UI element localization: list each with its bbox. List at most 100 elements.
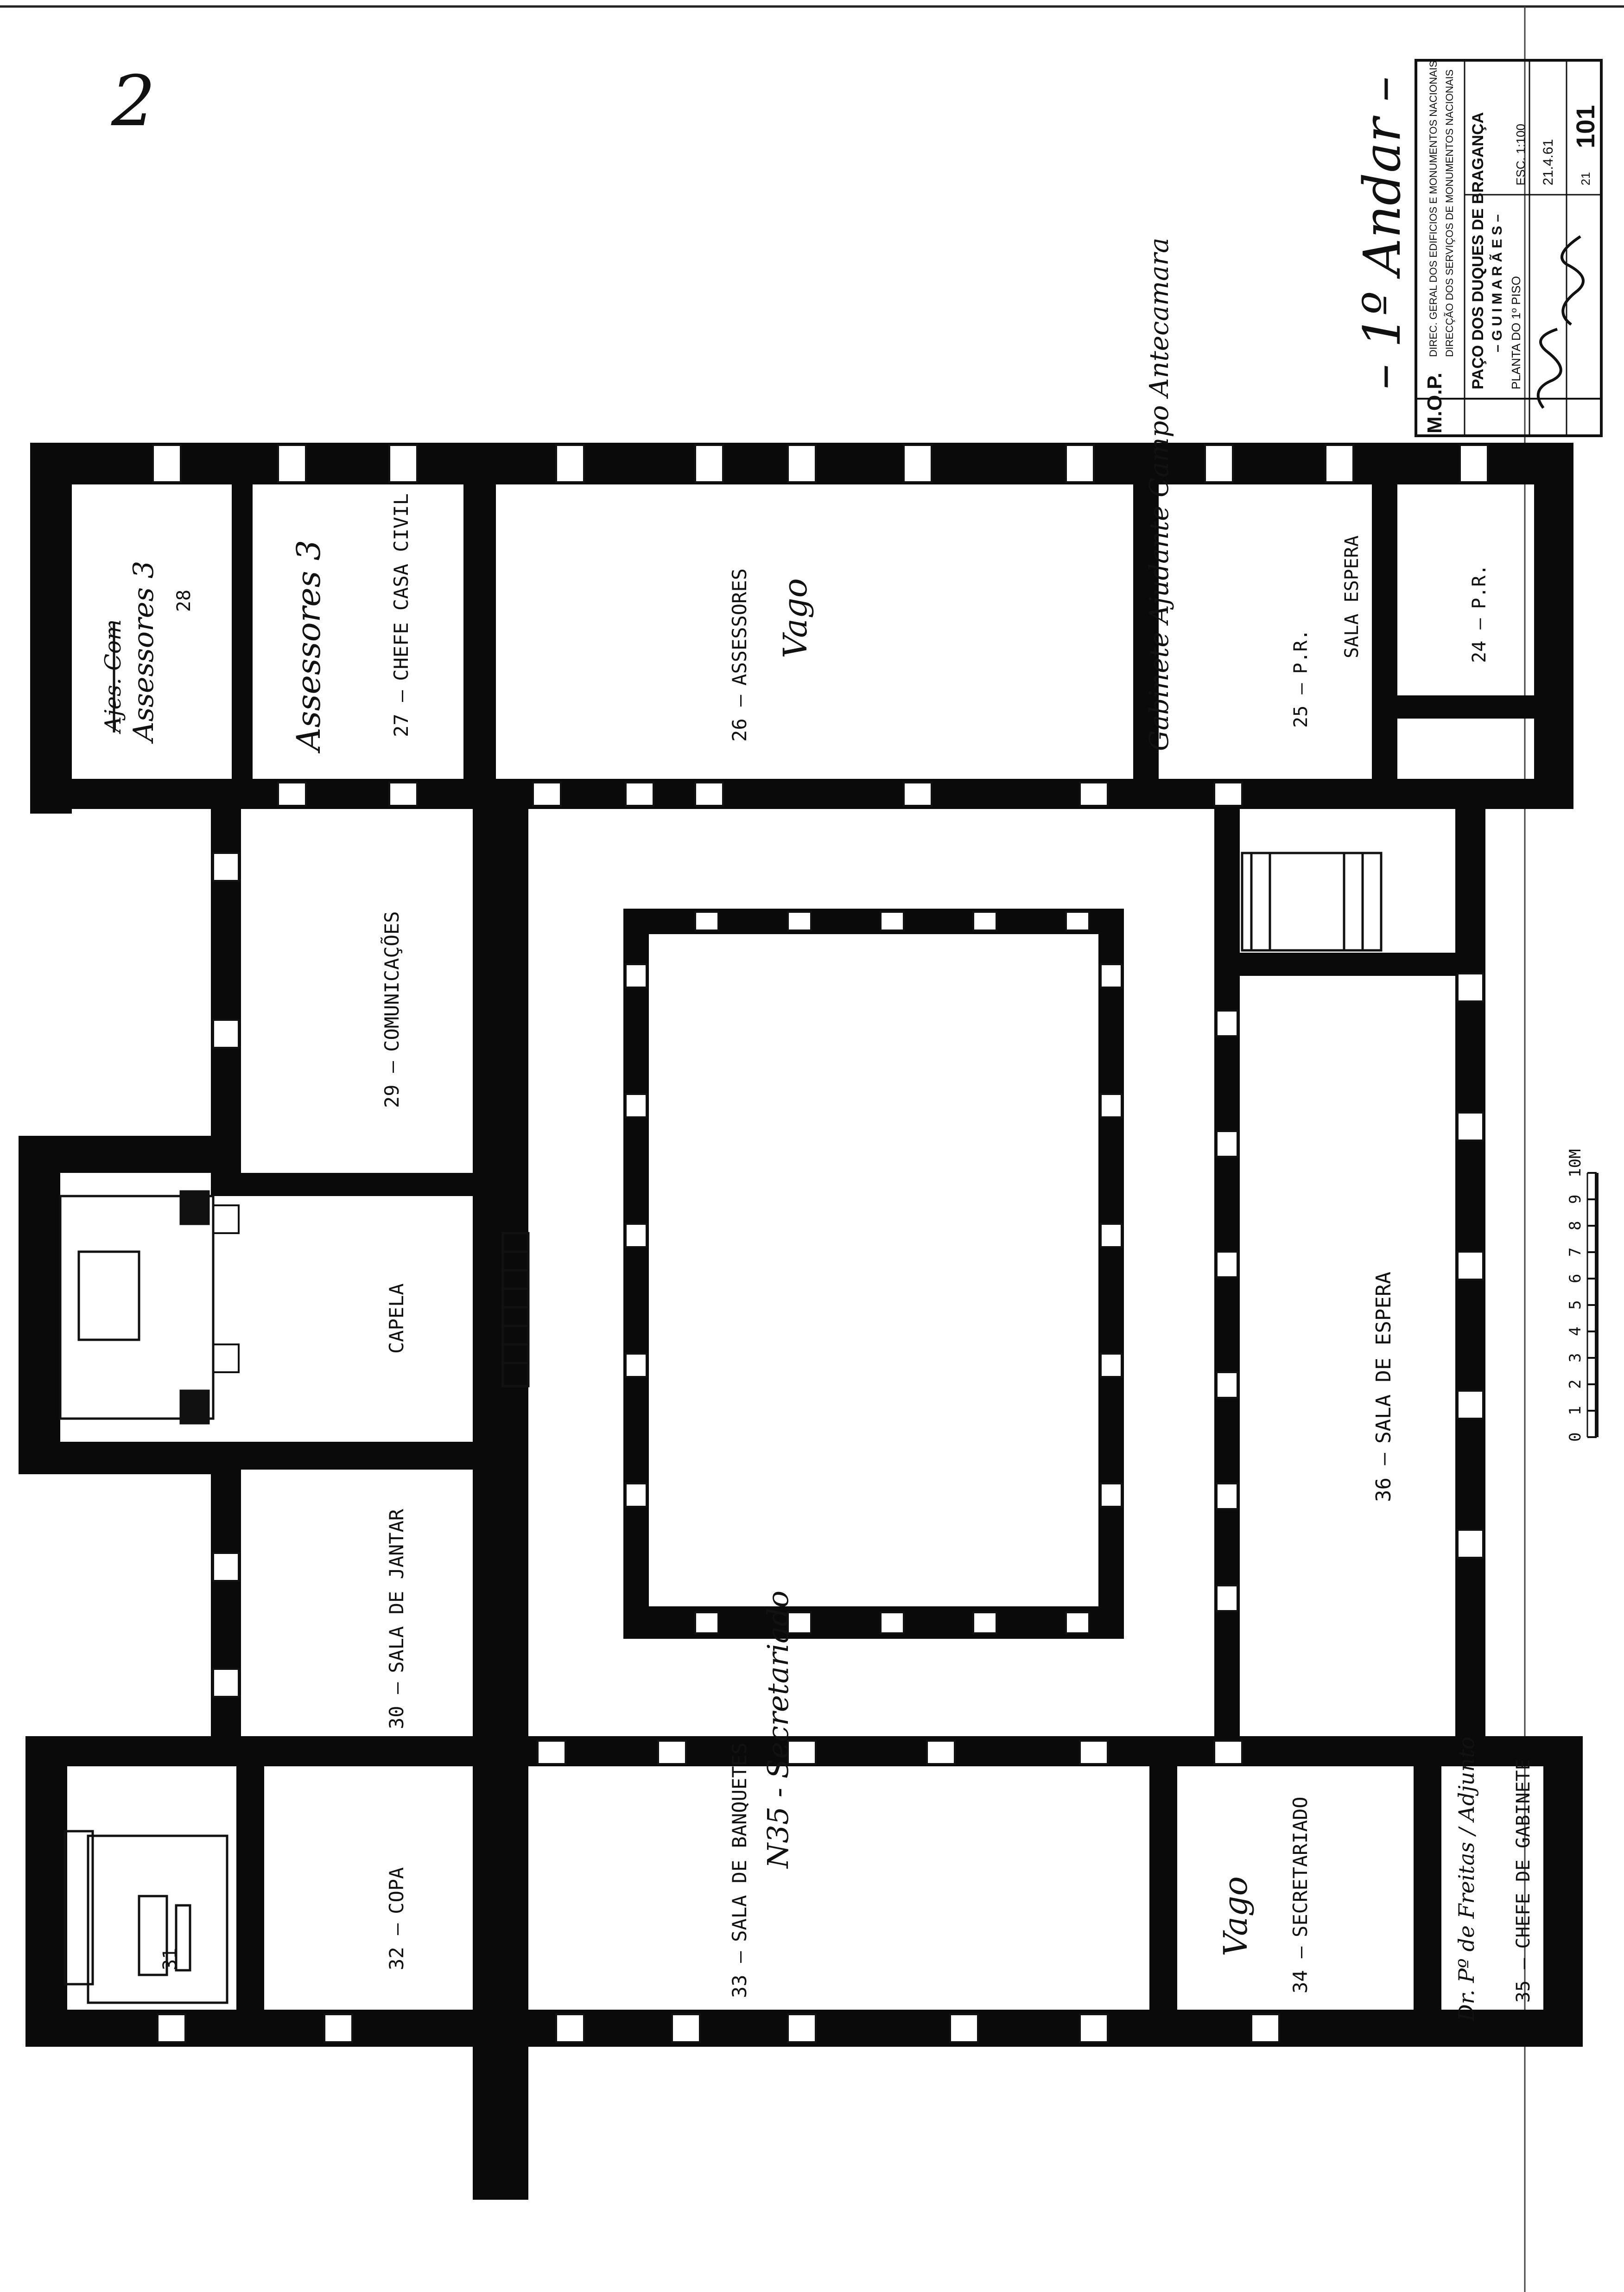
scale-tick-label: 4 (1566, 1327, 1585, 1336)
room-label-28: 28 (173, 590, 195, 612)
room-label-31: 31 (159, 1948, 181, 1970)
room-label-27: 27 – CHEFE CASA CIVIL (390, 493, 412, 737)
room-name: SALA DE ESPERA (1372, 1272, 1396, 1444)
window (972, 911, 997, 931)
room-labels: 28 27 – CHEFE CASA CIVIL 26 –ASSESSORES 25 –… (159, 493, 1534, 2003)
room-number: 24 – (1469, 618, 1490, 663)
room-label-29: 29 –COMUNICAÇÕES (380, 911, 403, 1108)
scale-tick-label: 6 (1566, 1274, 1585, 1283)
window (1079, 782, 1109, 807)
window (1216, 1371, 1238, 1399)
room-name: SALA DE BANQUETES (728, 1743, 751, 1942)
window (1100, 1223, 1123, 1248)
scale-tick-label: 8 (1566, 1221, 1585, 1230)
room-number: 35 – (1513, 1958, 1534, 2003)
scale-tick-label: 2 (1566, 1380, 1585, 1389)
window (694, 444, 724, 483)
window (1216, 1251, 1238, 1278)
scale-tick-label: 3 (1566, 1353, 1585, 1362)
window (1213, 1740, 1243, 1765)
window (1204, 444, 1234, 483)
window (625, 963, 647, 988)
window (926, 1740, 956, 1765)
window (277, 782, 307, 807)
room-name: COPA (385, 1867, 408, 1914)
window (537, 1740, 566, 1765)
window (625, 1353, 647, 1378)
kitchen-fixtures (87, 1834, 228, 2004)
title-drawing-number: 101 (1571, 105, 1600, 148)
window (880, 911, 905, 931)
window (1457, 1390, 1484, 1420)
window (625, 1483, 647, 1508)
room-label-34: 34 –SECRETARIADO (1289, 1796, 1312, 1993)
room-name: CAPELA (385, 1283, 408, 1354)
room-name: P.R. (1469, 564, 1490, 609)
window (1079, 1740, 1109, 1765)
staircase (63, 852, 1383, 1986)
room-number: 30 – (385, 1682, 408, 1729)
window (787, 911, 812, 931)
window (1250, 2013, 1280, 2043)
window (1216, 1483, 1238, 1510)
room-number: 29 – (381, 1061, 403, 1108)
title-scale: ESC. 1:100 (1514, 124, 1528, 185)
window (1065, 444, 1095, 483)
window (1065, 911, 1090, 931)
window (657, 1740, 687, 1765)
window (1216, 1010, 1238, 1037)
window (972, 1611, 997, 1634)
handwritten-note: Assessores 3 (290, 540, 328, 754)
scale-tick-label: 0 (1566, 1432, 1585, 1442)
handwritten-note: Gabinete Ajudante Campo Antecamara (1144, 238, 1174, 751)
window (212, 1552, 240, 1582)
room-number: 26 – (728, 694, 751, 742)
window (388, 444, 418, 483)
room-number: 36 – (1372, 1453, 1396, 1502)
window (903, 782, 933, 807)
window (694, 1611, 719, 1634)
window (555, 2013, 585, 2043)
room-number: 25 – (1290, 683, 1312, 728)
window (1216, 1130, 1238, 1158)
window (949, 2013, 979, 2043)
room-label-36: 36 – SALA DE ESPERA (1372, 1272, 1396, 1502)
title-ministry: M.O.P. (1423, 373, 1446, 433)
room-number: 33 – (728, 1951, 751, 1998)
window (532, 782, 562, 807)
handwritten-note: Vago (1217, 1876, 1255, 1956)
room-name: SECRETARIADO (1289, 1796, 1312, 1937)
room-number: 28 (173, 590, 195, 612)
room-label-35: 35 –CHEFE DE GABINETE (1513, 1759, 1534, 2003)
handwritten-note: Assessores 3 (127, 561, 160, 744)
scale-tick-label: 9 (1566, 1195, 1585, 1204)
window (277, 444, 307, 483)
room-number: 27 – (390, 690, 412, 737)
window (1457, 973, 1484, 1002)
window (1065, 1611, 1090, 1634)
window (1079, 2013, 1109, 2043)
scale-tick-label: 1 (1566, 1406, 1585, 1415)
window (1100, 1093, 1123, 1118)
floor-annotation: – 1º Andar – (1352, 76, 1412, 389)
title-block: M.O.P. DIREC. GERAL DOS EDIFICIOS E MONU… (1415, 59, 1603, 437)
room-name: CHEFE CASA CIVIL (390, 493, 412, 681)
room-name: SALA ESPERA (1341, 535, 1363, 658)
window (880, 1611, 905, 1634)
room-label-sala-espera-25: SALA ESPERA (1341, 535, 1363, 658)
title-drawing: PLANTA DO 1º PISO (1509, 276, 1523, 389)
chapel-altar (59, 1190, 215, 1425)
room-number: 32 – (385, 1923, 408, 1970)
window (1457, 1529, 1484, 1559)
title-institution-1: DIREC. GERAL DOS EDIFICIOS E MONUMENTOS … (1427, 61, 1439, 357)
window (1459, 444, 1489, 483)
window (625, 1093, 647, 1118)
window (787, 2013, 817, 2043)
title-place: – G U I M A R Ã E S – (1489, 214, 1505, 352)
room-label-26: 26 –ASSESSORES (728, 568, 751, 742)
window (1100, 963, 1123, 988)
window (1457, 1251, 1484, 1280)
window (555, 444, 585, 483)
